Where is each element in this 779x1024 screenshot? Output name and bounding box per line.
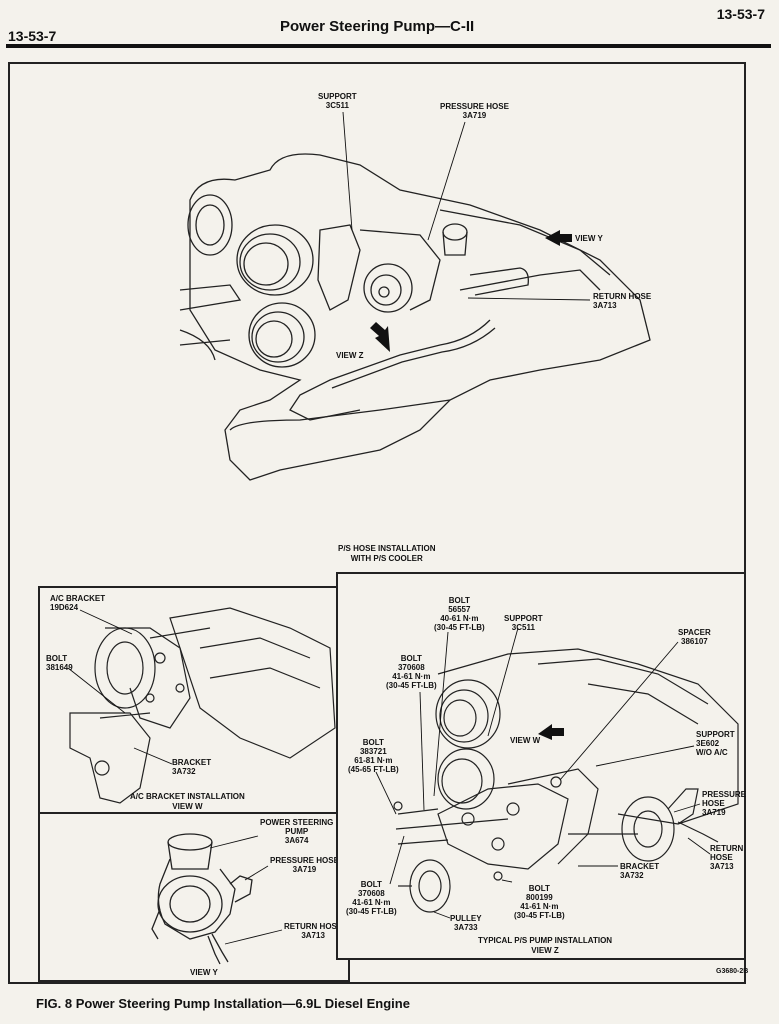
top-engine-illustration xyxy=(179,111,651,481)
caption-view-y: VIEW Y xyxy=(190,968,218,977)
view-y-arrow xyxy=(545,230,572,246)
header-rule xyxy=(6,44,771,48)
page-number-left: 13-53-7 xyxy=(8,28,57,44)
label-view-y-top: VIEW Y xyxy=(575,234,603,243)
page-number-right: 13-53-7 xyxy=(716,6,765,22)
label-view-w-typical: VIEW W xyxy=(510,736,541,745)
view-w-arrow xyxy=(538,724,564,740)
view-z-arrow xyxy=(370,322,390,352)
figure-code: G3680-2B xyxy=(716,968,749,975)
label-view-z-top: VIEW Z xyxy=(336,351,364,360)
figure-caption: FIG. 8 Power Steering Pump Installation—… xyxy=(36,996,410,1011)
figure-frame xyxy=(8,62,746,984)
page-title: Power Steering Pump—C-II xyxy=(280,18,475,35)
